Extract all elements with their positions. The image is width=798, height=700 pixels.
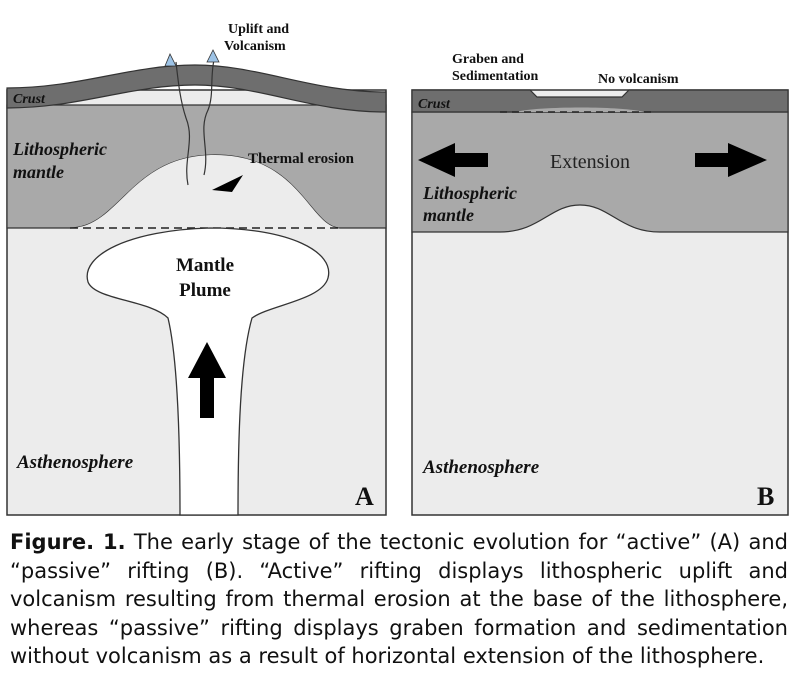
panel-b-lithospheric-mantle [411, 111, 789, 233]
caption-prefix: Figure. 1. [10, 530, 126, 554]
rifting-diagram: Uplift and Volcanism Crust Lithospheric … [6, 22, 789, 516]
panel-a-uplift-label-line2: Volcanism [224, 39, 286, 54]
panel-b-asthenosphere-label: Asthenosphere [422, 457, 540, 478]
panel-a-mantle-plume-label-line1: Mantle [176, 255, 234, 276]
panel-a-letter: A [355, 482, 374, 511]
panel-b-graben-label-line1: Graben and [452, 52, 524, 67]
panel-b-moho-bulge [515, 107, 645, 112]
panel-b-lithospheric-label-line1: Lithospheric [422, 183, 517, 203]
panel-a-thermal-erosion-pointer [212, 175, 243, 192]
panel-b: Graben and Sedimentation No volcanism Cr… [411, 52, 789, 516]
panel-a-uplift-label-line1: Uplift and [228, 22, 289, 37]
panel-a-thermal-erosion-label: Thermal erosion [248, 151, 355, 167]
panel-a-volcano-left-icon [164, 53, 177, 67]
panel-b-left-arrow [418, 143, 488, 177]
panel-b-no-volcanism-label: No volcanism [598, 72, 679, 87]
panel-a-crust-label: Crust [13, 92, 46, 107]
figure-caption: Figure. 1. The early stage of the tecton… [10, 528, 788, 671]
panel-a-mantle-plume-label-line2: Plume [179, 280, 231, 301]
panel-b-letter: B [757, 482, 774, 511]
caption-text: The early stage of the tectonic evolutio… [10, 530, 788, 668]
panel-b-crust-label: Crust [418, 97, 451, 112]
panel-a-thermal-erosion-zone [70, 155, 340, 228]
panel-b-extension-label: Extension [550, 151, 630, 173]
panel-a-magma-conduit-left [175, 61, 191, 186]
panel-a-volcano-right-icon [206, 49, 220, 63]
panel-a-magma-conduit-right [203, 59, 215, 176]
panel-a: Uplift and Volcanism Crust Lithospheric … [6, 22, 387, 516]
panel-b-lithospheric-label-line2: mantle [423, 205, 474, 225]
panel-a-lithospheric-label-line2: mantle [13, 162, 64, 182]
panel-a-lithospheric-label-line1: Lithospheric [12, 139, 107, 159]
panel-a-crust [6, 64, 387, 113]
panel-b-graben-label-line2: Sedimentation [452, 69, 539, 84]
panel-a-asthenosphere-label: Asthenosphere [16, 452, 134, 473]
panel-b-right-arrow [695, 143, 767, 177]
panel-a-upward-arrow [188, 342, 226, 418]
